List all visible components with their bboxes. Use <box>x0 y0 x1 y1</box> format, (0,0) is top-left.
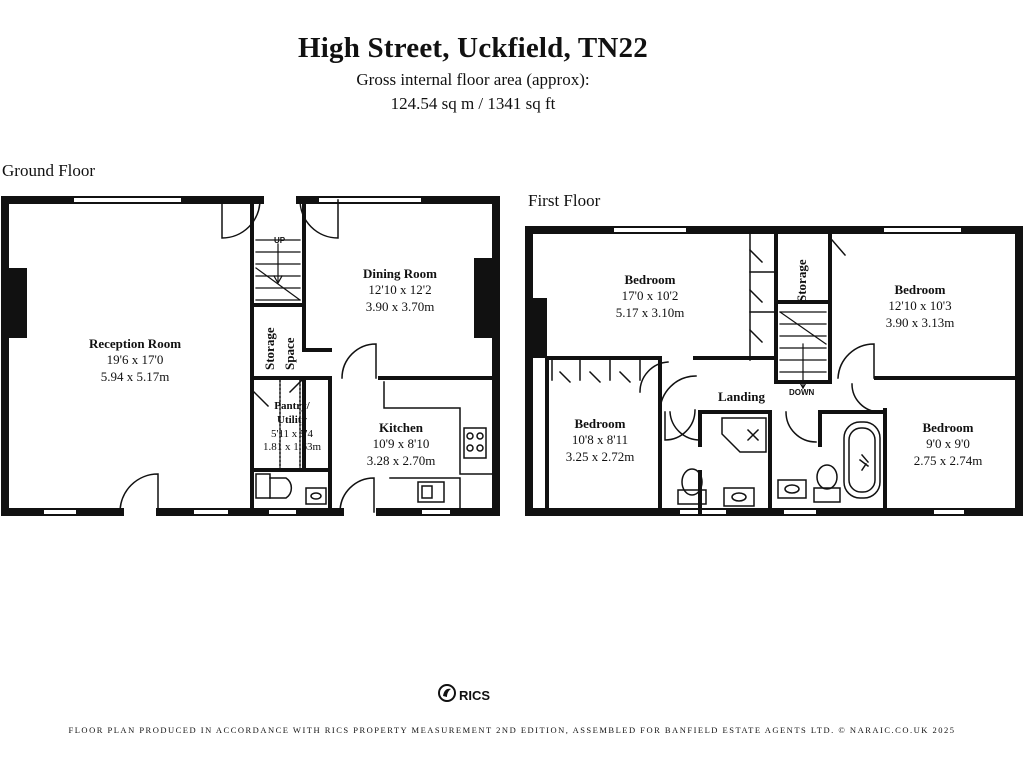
dining-room: Dining Room 12'10 x 12'2 3.90 x 3.70m <box>340 266 460 315</box>
first-floor-label: First Floor <box>528 191 601 210</box>
ground-floor-label: Ground Floor <box>2 161 96 180</box>
pantry-utility: Pantry/ Utility 5'11 x 5'4 1.81 x 1.63m <box>254 400 330 455</box>
stairs-down-label: DOWN <box>789 388 815 397</box>
bedroom-1-metric: 5.17 x 3.10m <box>615 304 685 320</box>
first-floor-storage-label: Storage <box>794 259 809 302</box>
plan-title: High Street, Uckfield, TN22 <box>298 32 648 64</box>
pantry-line1: Pantry/ <box>274 400 310 412</box>
reception-room-imperial: 19'6 x 17'0 <box>106 352 164 368</box>
bedroom-3-metric: 3.25 x 2.72m <box>565 448 635 464</box>
dining-room-imperial: 12'10 x 12'2 <box>368 282 432 298</box>
kitchen-metric: 3.28 x 2.70m <box>366 452 436 468</box>
rics-logo: RICS <box>438 684 490 707</box>
pantry-imperial: 5'11 x 5'4 <box>270 427 314 440</box>
bedroom-2: Bedroom 12'10 x 10'3 3.90 x 3.13m <box>870 282 970 331</box>
bedroom-2-name: Bedroom <box>894 282 946 297</box>
stairs-up-label: UP <box>274 236 286 245</box>
rics-logo-text: RICS <box>459 688 491 703</box>
kitchen-imperial: 10'9 x 8'10 <box>372 436 430 452</box>
bedroom-1: Bedroom 17'0 x 10'2 5.17 x 3.10m <box>600 272 700 321</box>
dining-room-name: Dining Room <box>362 266 438 281</box>
bedroom-2-imperial: 12'10 x 10'3 <box>888 298 952 314</box>
bedroom-3-imperial: 10'8 x 8'11 <box>571 432 629 448</box>
pantry-line2: Utility <box>277 413 307 426</box>
kitchen-name: Kitchen <box>378 420 424 435</box>
bedroom-1-name: Bedroom <box>624 272 676 287</box>
bedroom-3: Bedroom 10'8 x 8'11 3.25 x 2.72m <box>550 416 650 465</box>
storage-space-line1: Storage <box>262 327 277 370</box>
kitchen: Kitchen 10'9 x 8'10 3.28 x 2.70m <box>356 420 446 469</box>
bedroom-4: Bedroom 9'0 x 9'0 2.75 x 2.74m <box>898 420 998 469</box>
pantry-metric: 1.81 x 1.63m <box>262 441 322 454</box>
bedroom-1-imperial: 17'0 x 10'2 <box>621 288 679 304</box>
bedroom-4-metric: 2.75 x 2.74m <box>913 452 983 468</box>
reception-room-metric: 5.94 x 5.17m <box>100 368 170 384</box>
bedroom-4-imperial: 9'0 x 9'0 <box>926 436 970 452</box>
dining-room-metric: 3.90 x 3.70m <box>365 298 435 314</box>
area-value: 124.54 sq m / 1341 sq ft <box>390 94 556 113</box>
bedroom-2-metric: 3.90 x 3.13m <box>885 314 955 330</box>
area-label: Gross internal floor area (approx): <box>356 70 590 89</box>
reception-room: Reception Room 19'6 x 17'0 5.94 x 5.17m <box>60 336 210 385</box>
footer-note: FLOOR PLAN PRODUCED IN ACCORDANCE WITH R… <box>68 725 956 735</box>
bedroom-3-name: Bedroom <box>574 416 626 431</box>
landing-label: Landing <box>718 389 765 404</box>
storage-space-line2: Space <box>282 337 297 371</box>
reception-room-name: Reception Room <box>88 336 182 351</box>
bedroom-4-name: Bedroom <box>922 420 974 435</box>
rics-logo-icon <box>438 684 456 707</box>
